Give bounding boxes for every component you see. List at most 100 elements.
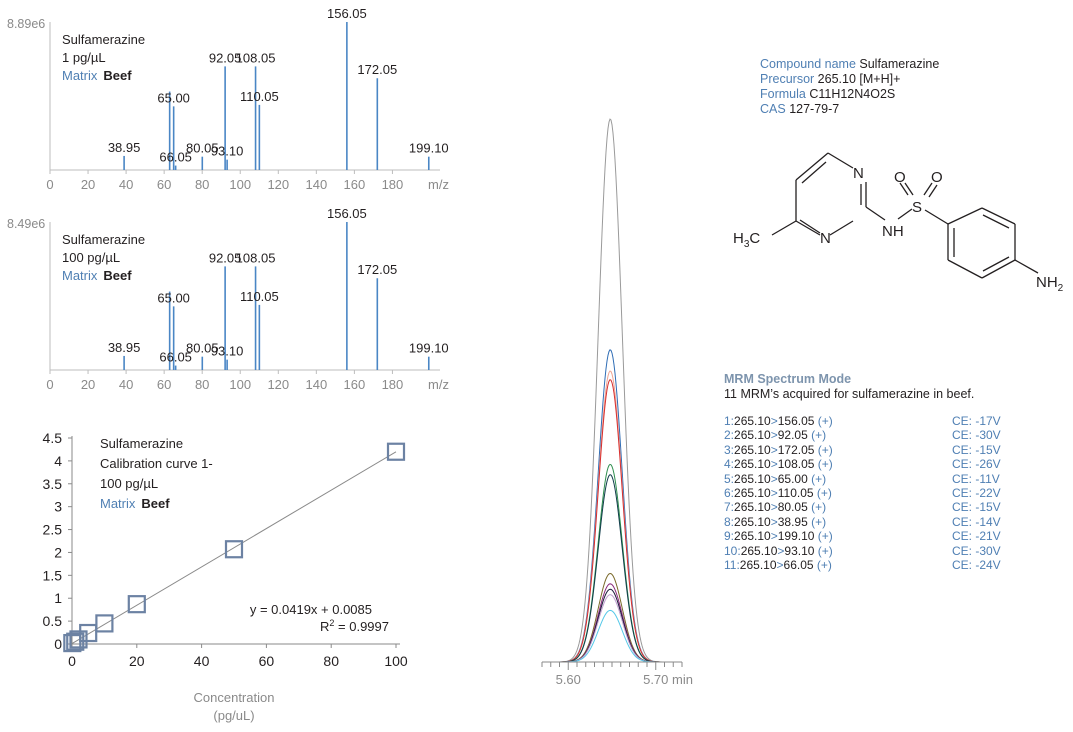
mrm-product: 80.05 — [777, 500, 808, 515]
x-tick-label: 120 — [267, 377, 289, 392]
mrm-precursor: 265.10 — [734, 471, 771, 486]
structure-n-bottom: N — [820, 230, 831, 247]
peak-label: 80.05 — [186, 141, 219, 156]
calib-y-tick-label: 2.5 — [43, 522, 63, 538]
mrm-transition-row: 9:265.10>199.10 (+)CE: -21V — [724, 529, 1064, 543]
calib-equation: y = 0.0419x + 0.0085 — [250, 602, 372, 617]
calib-point — [63, 633, 82, 653]
structure-o-left: O — [894, 169, 906, 186]
x-tick-label: 0 — [46, 177, 53, 192]
x-tick-label: 60 — [157, 377, 171, 392]
precursor-label: Precursor — [760, 72, 815, 86]
mrm-product: 156.05 — [777, 414, 815, 428]
mrm-polarity: (+) — [817, 457, 833, 472]
compound-name-value: Sulfamerazine — [859, 57, 940, 71]
x-tick-label: 160 — [344, 377, 366, 392]
mrm-precursor: 265.10 — [734, 485, 771, 500]
peak-label: 65.00 — [157, 90, 190, 105]
cas-value: 127-79-7 — [789, 102, 840, 116]
mrm-index: 4: — [724, 457, 735, 472]
mrm-transition-row: 6:265.10>110.05 (+)CE: -22V — [724, 486, 1064, 500]
chromatogram-trace — [542, 463, 682, 663]
mrm-index: 6: — [724, 485, 735, 500]
peak-label: 93.10 — [211, 144, 244, 159]
mrm-polarity: (+) — [817, 442, 833, 457]
calib-line3: 100 pg/µL — [100, 476, 158, 491]
peak-label: 65.00 — [157, 290, 190, 305]
calib-matrix-label: Matrix — [100, 496, 136, 511]
mrm-ce: CE: -30V — [952, 428, 1001, 443]
mrm-index: 1: — [724, 414, 735, 428]
compound-name-label: Compound name — [760, 57, 856, 71]
mrm-precursor: 265.10 — [739, 557, 777, 572]
spectrum-compound: Sulfamerazine — [62, 232, 145, 247]
mrm-ce: CE: -21V — [952, 529, 1001, 544]
x-tick-label: 100 — [229, 377, 251, 392]
mrm-product: 172.05 — [777, 442, 815, 457]
chromatogram-trace — [542, 379, 682, 663]
mrm-arrow: > — [770, 500, 778, 515]
mrm-ce: CE: -17V — [952, 414, 1001, 428]
x-axis-label: m/z — [428, 177, 449, 192]
chromatogram-trace — [542, 572, 682, 663]
mrm-product: 66.05 — [783, 557, 814, 572]
matrix-label: Matrix — [62, 268, 98, 283]
calib-r2: R2 = 0.9997 — [320, 618, 389, 634]
compound-name-row: Compound name Sulfamerazine — [760, 57, 939, 72]
calib-x-tick-label: 0 — [68, 653, 76, 669]
mrm-ce: CE: -30V — [952, 543, 1001, 558]
peak-label: 38.95 — [108, 340, 141, 355]
mrm-arrow: > — [770, 428, 778, 443]
calib-point — [386, 442, 406, 461]
mrm-precursor: 265.10 — [734, 428, 771, 443]
mrm-index: 7: — [724, 500, 735, 515]
intensity-label: 8.49e6 — [7, 217, 45, 231]
mrm-polarity: (+) — [817, 543, 833, 558]
mrm-arrow: > — [770, 414, 778, 428]
peak-label: 110.05 — [240, 89, 279, 104]
mrm-index: 10: — [724, 543, 741, 558]
intensity-label: 8.89e6 — [7, 17, 45, 31]
x-tick-label: 140 — [305, 177, 327, 192]
structure-n-top: N — [853, 165, 864, 182]
compound-info: Compound name Sulfamerazine Precursor 26… — [760, 57, 939, 117]
mrm-ce: CE: -24V — [952, 557, 1001, 572]
chromatogram-trace — [542, 474, 682, 663]
mrm-product: 199.10 — [777, 529, 815, 544]
mrm-precursor: 265.10 — [734, 500, 771, 515]
mrm-index: 3: — [724, 442, 735, 457]
mrm-transition-row: 1:265.10>156.05 (+)CE: -17V — [724, 414, 1064, 428]
mrm-polarity: (+) — [811, 500, 827, 515]
x-tick-label: 60 — [157, 177, 171, 192]
x-tick-label: 180 — [382, 377, 404, 392]
mrm-polarity: (+) — [811, 471, 827, 486]
peak-label: 110.05 — [240, 289, 279, 304]
matrix-value: Beef — [103, 268, 132, 283]
x-axis-label: m/z — [428, 377, 449, 392]
mrm-ce: CE: -26V — [952, 457, 1001, 472]
mrm-polarity: (+) — [816, 557, 832, 572]
mrm-product: 38.95 — [777, 514, 808, 529]
x-tick-label: 20 — [81, 377, 95, 392]
calib-y-tick-label: 4.5 — [43, 430, 63, 446]
calib-point — [79, 623, 98, 643]
calib-x-tick-label: 100 — [384, 653, 408, 669]
precursor-value: 265.10 [M+H]+ — [817, 72, 901, 86]
chromatogram-trace — [542, 609, 682, 663]
mrm-ce: CE: -15V — [952, 442, 1001, 457]
mrm-arrow: > — [770, 471, 778, 486]
x-tick-label: 40 — [119, 377, 133, 392]
calib-y-tick-label: 0 — [54, 636, 62, 652]
mrm-arrow: > — [777, 543, 785, 558]
chrom-tick-b: 5.70 — [643, 672, 668, 687]
cas-row: CAS 127-79-7 — [760, 102, 939, 117]
mrm-transition-row: 2:265.10>92.05 (+)CE: -30V — [724, 428, 1064, 442]
mrm-transition-row: 3:265.10>172.05 (+)CE: -15V — [724, 443, 1064, 457]
mrm-polarity: (+) — [817, 529, 833, 544]
chromatogram-trace — [542, 588, 682, 663]
